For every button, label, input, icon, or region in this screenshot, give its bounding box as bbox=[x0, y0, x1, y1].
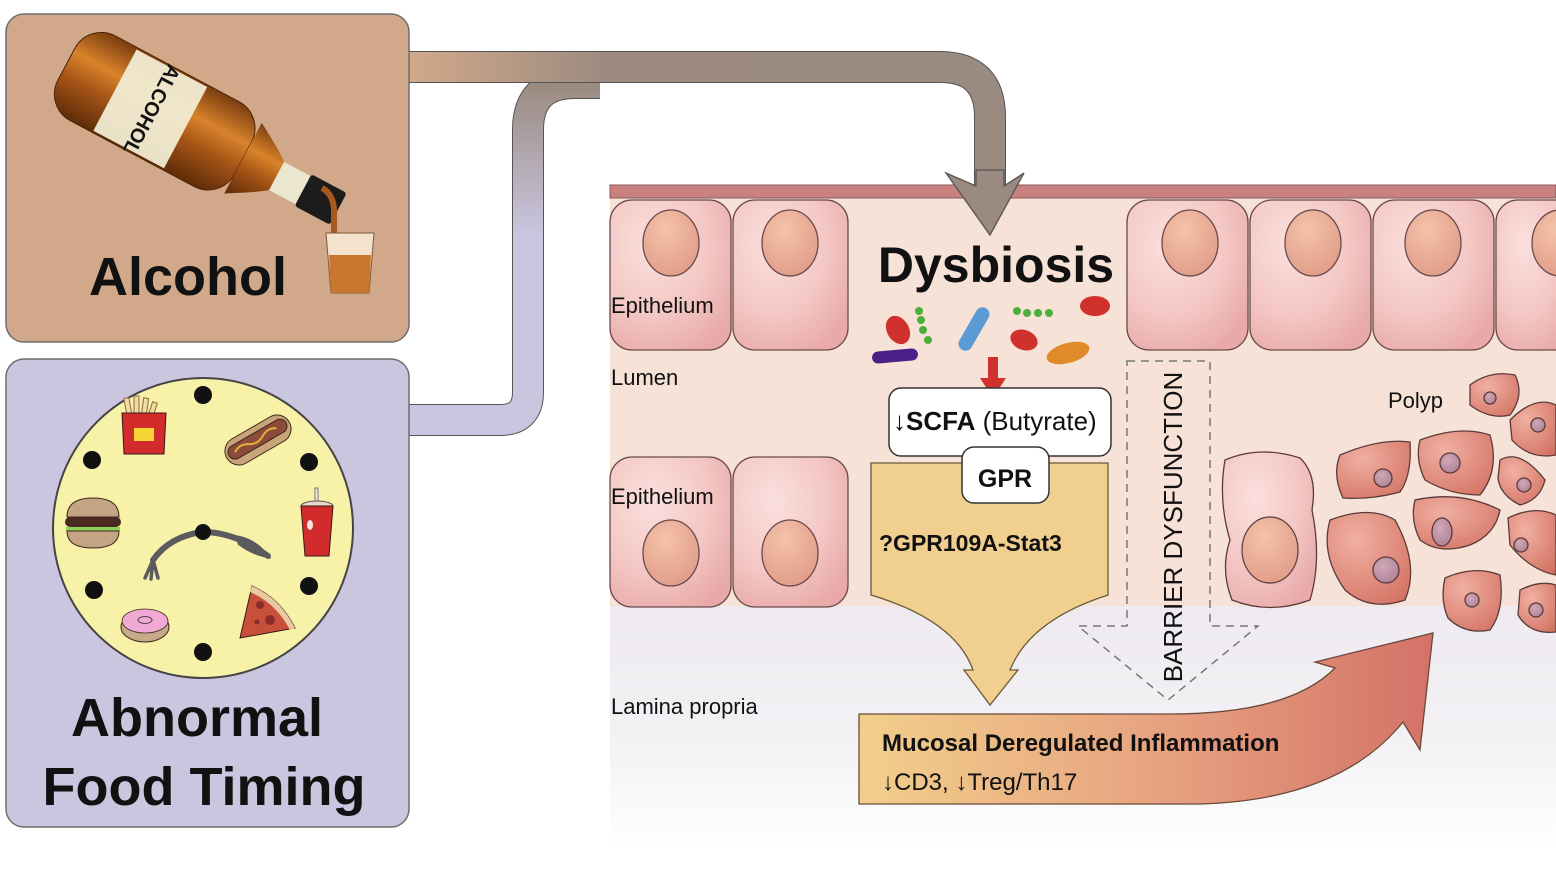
food-timing-panel: Abnormal Food Timing bbox=[5, 358, 410, 828]
connector-arrows bbox=[408, 51, 1006, 436]
soda-cup-icon bbox=[300, 487, 334, 557]
epithelium-top-cells bbox=[609, 199, 1556, 351]
food-timing-title-line2: Food Timing bbox=[43, 757, 366, 817]
burger-icon bbox=[65, 497, 121, 549]
gut-tissue: Epithelium Lumen Epithelium Lamina propr… bbox=[609, 169, 1556, 846]
inflammation-subtitle: ↓CD3, ↓Treg/Th17 bbox=[882, 769, 1077, 796]
barrier-dysfunction-arrow bbox=[1075, 360, 1261, 701]
pathway-arrow bbox=[870, 462, 1109, 707]
epithelium-bottom-cells bbox=[609, 456, 849, 608]
inflammation-title: Mucosal Deregulated Inflammation bbox=[882, 730, 1279, 757]
donut-icon bbox=[120, 608, 170, 643]
polyp-cells bbox=[1326, 373, 1556, 634]
glass-icon bbox=[325, 232, 375, 294]
pour-stream bbox=[320, 185, 338, 260]
bacteria-cluster-icon bbox=[872, 296, 1110, 365]
lamina-propria-label: Lamina propria bbox=[611, 694, 759, 719]
transitional-cell bbox=[1221, 451, 1318, 609]
epithelium-top-label: Epithelium bbox=[611, 293, 714, 318]
decrease-arrow: ↓ bbox=[893, 406, 906, 436]
scfa-rest: (Butyrate) bbox=[975, 406, 1096, 436]
scfa-text: ↓SCFA (Butyrate) bbox=[893, 406, 1097, 436]
hot-dog-icon bbox=[224, 414, 292, 466]
inflammation-arrow bbox=[858, 632, 1434, 805]
mucosa-band bbox=[609, 184, 1556, 199]
clock-icon bbox=[52, 377, 354, 679]
gpr-label: GPR bbox=[978, 465, 1032, 493]
pathway-label: ?GPR109A-Stat3 bbox=[879, 530, 1062, 556]
alcohol-connector bbox=[408, 51, 1006, 185]
dysbiosis-title: Dysbiosis bbox=[878, 237, 1114, 293]
lumen-label: Lumen bbox=[611, 365, 678, 390]
alcohol-title: Alcohol bbox=[89, 247, 287, 307]
food-timing-title-line1: Abnormal bbox=[71, 688, 323, 748]
food-timing-connector bbox=[408, 67, 600, 436]
alcohol-panel: ALCOHOL Alcohol bbox=[5, 13, 410, 343]
pizza-slice-icon bbox=[239, 585, 296, 639]
clock-tick-marks bbox=[83, 386, 318, 661]
polyp-label: Polyp bbox=[1388, 388, 1443, 413]
fries-icon bbox=[121, 395, 167, 455]
scfa-bold: SCFA bbox=[906, 406, 976, 436]
epithelium-bottom-label: Epithelium bbox=[611, 484, 714, 509]
gpr-box bbox=[961, 446, 1050, 504]
connector-arrowhead bbox=[944, 169, 1025, 237]
barrier-dysfunction-label: BARRIER DYSFUNCTION bbox=[1158, 372, 1188, 683]
